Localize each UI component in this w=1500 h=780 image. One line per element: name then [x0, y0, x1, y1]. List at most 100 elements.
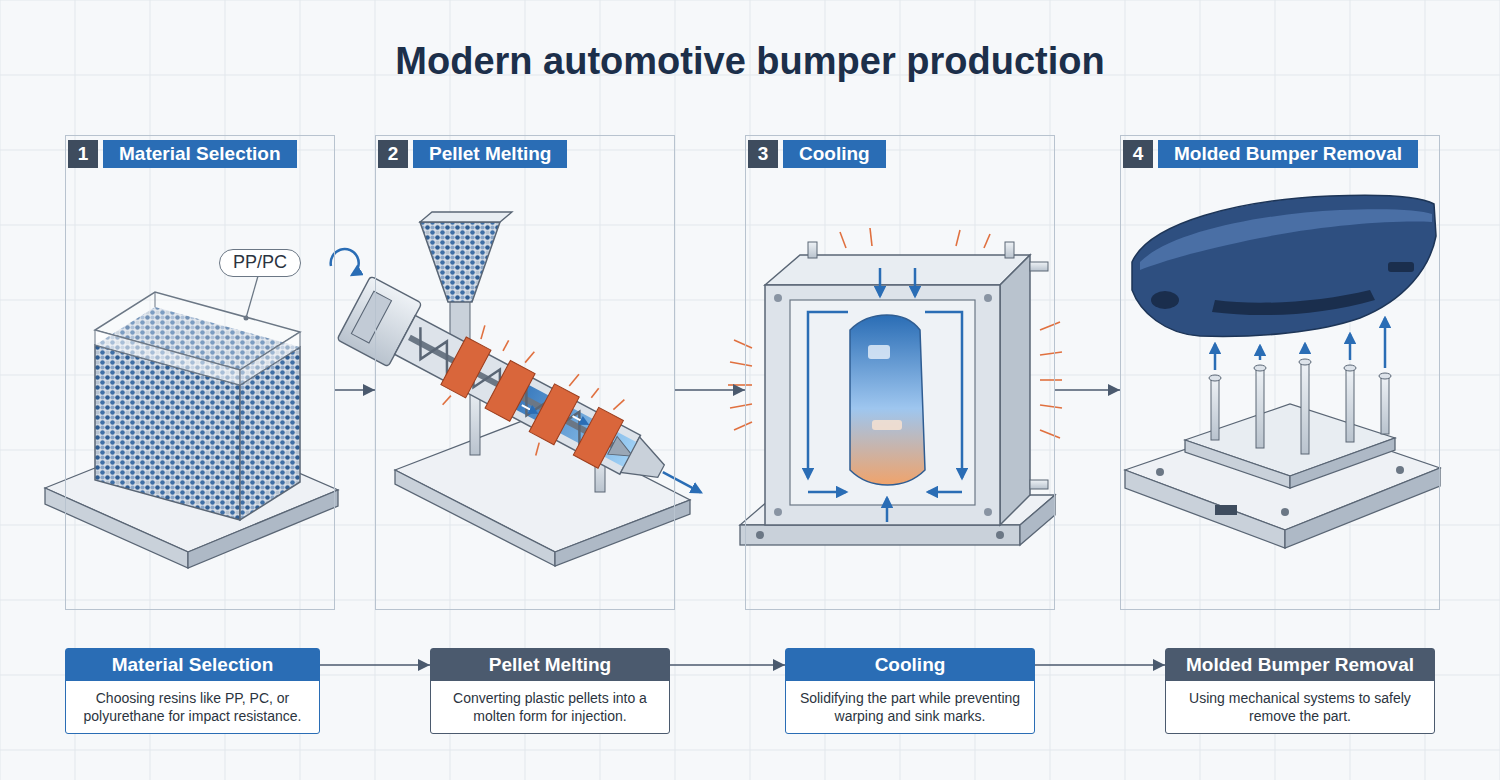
ejector-pin: [1301, 362, 1309, 454]
injection-barrel: [573, 416, 588, 424]
heat-lines: [730, 404, 752, 408]
background-grid: [1125, 0, 1126, 780]
flow-arrow: [335, 389, 375, 391]
step-number: 3: [748, 140, 778, 168]
injection-barrel: [333, 266, 723, 532]
cooling-flow: [914, 268, 917, 296]
step-number: 2: [378, 140, 408, 168]
step-title: Molded Bumper Removal: [1158, 140, 1418, 168]
card-description: Converting plastic pellets into a molten…: [431, 681, 669, 733]
injection-barrel: [533, 443, 542, 456]
heat-lines: [734, 340, 752, 348]
bumper: [1132, 195, 1436, 336]
mold-block: [984, 508, 992, 516]
heat-lines: [1040, 352, 1062, 355]
pellet-container: [155, 292, 156, 307]
bumper: [1151, 291, 1179, 309]
step-card: Pellet MeltingConverting plastic pellets…: [430, 648, 670, 734]
background-grid: [0, 0, 1500, 1]
molded-part: [850, 315, 925, 485]
step-card: Molded Bumper RemovalUsing mechanical sy…: [1165, 648, 1435, 734]
flow-arrow: [670, 664, 785, 666]
diagram-title: Modern automotive bumper production: [0, 40, 1500, 83]
ejector-pin: [1209, 359, 1391, 454]
background-grid: [0, 600, 1500, 601]
ejector-pin: [1381, 376, 1389, 434]
mold-block: [790, 300, 975, 505]
heat-lines: [1040, 405, 1062, 408]
mold-base: [1020, 495, 1055, 545]
heat-lines: [728, 384, 752, 386]
pellet-container: [95, 330, 240, 385]
injection-barrel: [395, 316, 641, 475]
platform: [555, 500, 690, 566]
ejector-pin: [1299, 359, 1311, 365]
mold-block: [1000, 255, 1030, 525]
ejector-pin: [1211, 378, 1219, 440]
platform: [395, 470, 555, 566]
mold-block: [765, 255, 1030, 285]
hopper: [420, 212, 512, 222]
background-grid: [750, 0, 751, 780]
background-grid: [0, 0, 1, 780]
flow-arrow: [320, 664, 430, 666]
injection-barrel: [478, 325, 487, 339]
card-heading: Pellet Melting: [431, 649, 669, 681]
injection-barrel: [591, 387, 598, 399]
cooling-flow: [886, 498, 889, 522]
card-description: Using mechanical systems to safely remov…: [1166, 681, 1434, 733]
card-heading: Molded Bumper Removal: [1166, 649, 1434, 681]
injection-barrel: [442, 324, 625, 479]
injection-barrel: [525, 350, 534, 364]
ejector-pin: [1346, 368, 1354, 442]
mold-base: [756, 531, 764, 539]
heat-lines: [730, 362, 752, 366]
cooling-flow: [928, 491, 962, 494]
card-heading: Cooling: [786, 649, 1034, 681]
flow-arrow: [1035, 664, 1165, 666]
ejector-base: [1125, 470, 1285, 548]
bumper: [1132, 195, 1436, 336]
heat-lines: [1040, 322, 1060, 330]
flow-arrow: [1055, 389, 1120, 391]
bumper: [1140, 209, 1432, 270]
cooling-flow: [808, 268, 962, 522]
molded-part: [850, 315, 925, 485]
step-panel: 3Cooling: [745, 135, 1055, 610]
bumper: [1388, 262, 1414, 272]
leader-line: [246, 276, 258, 318]
callout-text: PP/PC: [220, 250, 300, 275]
molded-part: [872, 420, 902, 430]
step-title: Pellet Melting: [413, 140, 567, 168]
mold-block: [808, 242, 817, 258]
cooling-flow: [808, 312, 848, 478]
mold-block: [984, 294, 992, 302]
ejector-pin: [1379, 373, 1391, 379]
lift-arrow: [1259, 346, 1262, 360]
mold-block: [774, 508, 782, 516]
leader-line: [244, 316, 249, 321]
ejector-plate: [1185, 440, 1290, 488]
heat-lines: [728, 228, 1062, 438]
lift-arrow: [1349, 334, 1352, 360]
injection-barrel: [663, 472, 701, 492]
heat-lines: [734, 422, 752, 430]
card-description: Choosing resins like PP, PC, or polyuret…: [66, 681, 319, 733]
injection-barrel: [443, 394, 451, 406]
step-card: CoolingSolidifying the part while preven…: [785, 648, 1035, 734]
card-description: Solidifying the part while preventing wa…: [786, 681, 1034, 733]
heat-lines: [1040, 379, 1062, 381]
mold-block: [765, 242, 1048, 525]
step-panel: 2Pellet Melting: [375, 135, 675, 610]
step-title: Material Selection: [103, 140, 297, 168]
injection-barrel: [503, 340, 509, 351]
step-number: 1: [68, 140, 98, 168]
background-grid: [1050, 0, 1051, 780]
card-heading: Material Selection: [66, 649, 319, 681]
injection-barrel: [569, 373, 579, 388]
ejector-pin: [1209, 375, 1221, 381]
heat-lines: [984, 234, 990, 248]
heat-lines: [1040, 430, 1060, 438]
